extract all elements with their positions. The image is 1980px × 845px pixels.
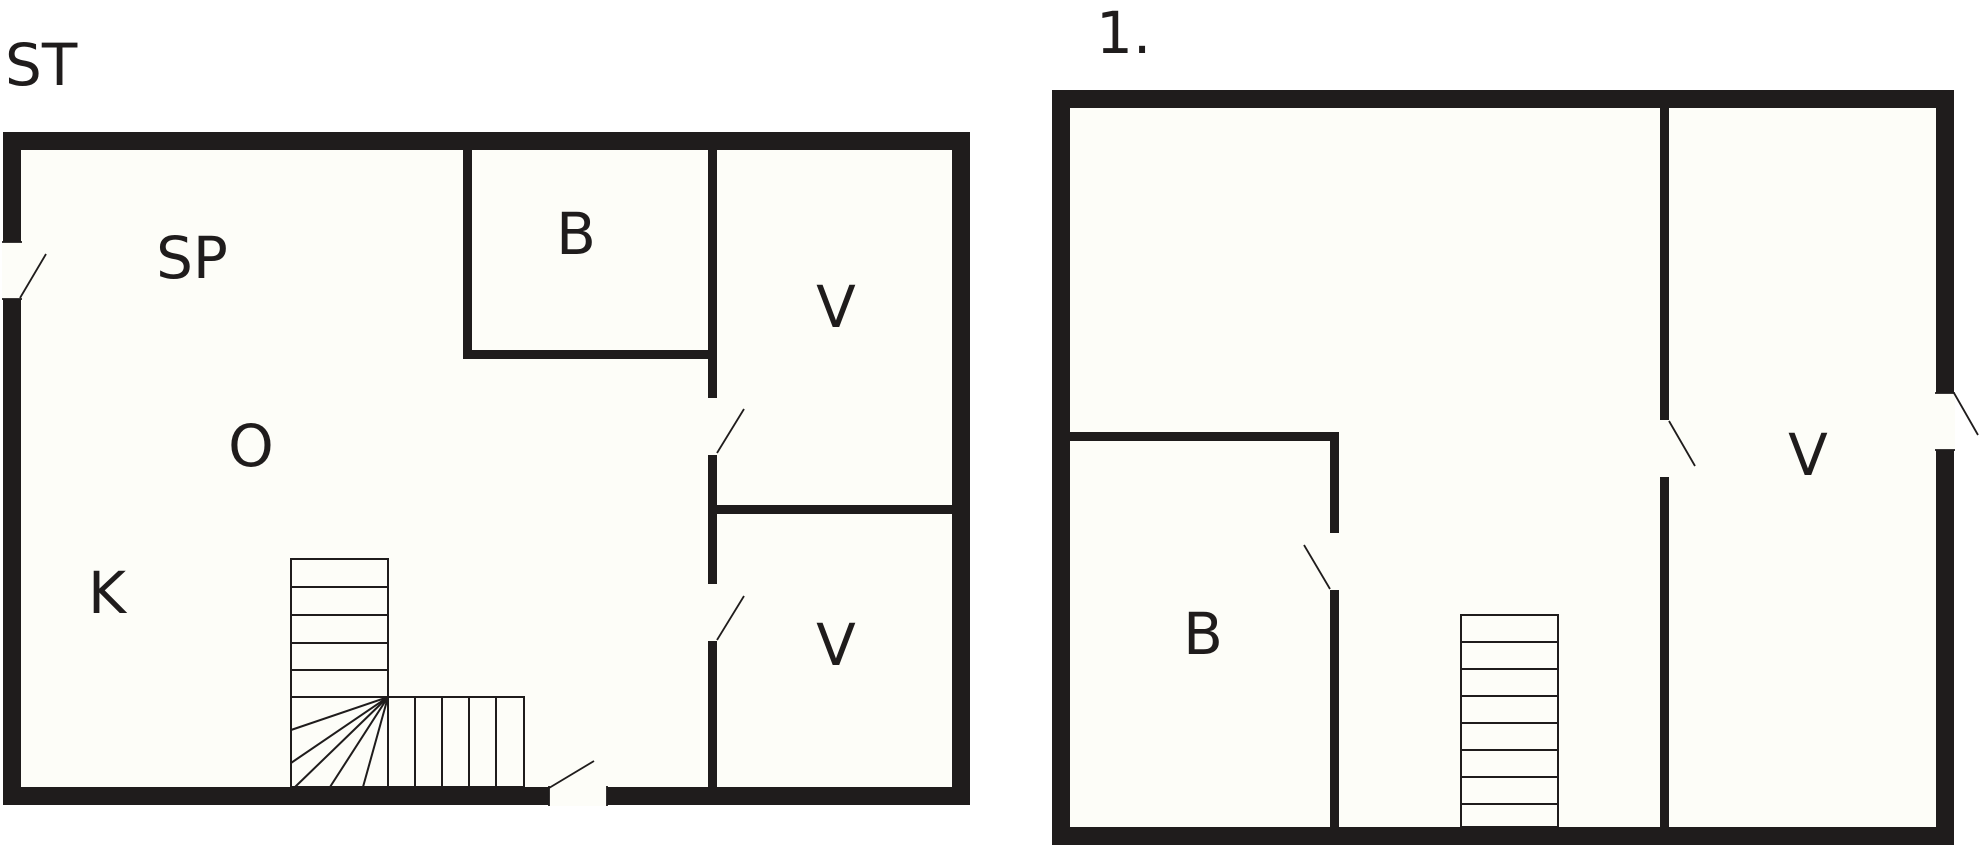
st-door-opening-left <box>2 242 22 299</box>
st-wall-left <box>3 132 21 805</box>
st-door-opening-v-top <box>707 398 718 455</box>
room-label-v-top: V <box>816 273 856 341</box>
f1-door-swing-bedroom <box>1303 544 1331 590</box>
room-label-v-bottom: V <box>816 611 856 679</box>
f1-wall-left <box>1052 90 1070 845</box>
f1-door-opening-v <box>1659 420 1670 477</box>
room-label-sp: SP <box>156 224 228 292</box>
f1-wall-top <box>1052 90 1954 108</box>
st-staircase <box>290 558 525 788</box>
st-door-opening-v-bottom <box>707 584 718 641</box>
st-stair-winder <box>290 696 389 731</box>
floor-st: ST SP B V O K V <box>2 31 970 806</box>
f1-staircase <box>1460 614 1559 828</box>
f1-wall-bedroom-right <box>1330 432 1339 845</box>
f1-wall-right <box>1936 90 1954 845</box>
st-door-swing-v-bottom <box>716 595 745 641</box>
st-wall-bath-bottom <box>463 350 715 359</box>
st-door-swing-bottom <box>548 760 595 789</box>
st-stair-winder <box>294 696 389 788</box>
f1-stair-flight <box>1460 614 1559 828</box>
f1-door-swing-right <box>1953 392 1979 436</box>
f1-wall-bottom <box>1052 827 1954 845</box>
st-wall-center-vertical <box>708 132 717 805</box>
room-label-v: V <box>1788 421 1828 489</box>
st-wall-v-divider <box>708 505 970 514</box>
st-stair-lower-flight <box>387 696 525 788</box>
floor-label-1: 1. <box>1096 0 1151 67</box>
st-door-swing-v-top <box>716 408 745 454</box>
st-wall-right <box>952 132 970 805</box>
st-wall-bottom <box>3 787 970 805</box>
floor-label-st: ST <box>5 31 78 99</box>
st-stair-winder <box>329 696 389 788</box>
floor-st-area <box>3 132 970 805</box>
st-door-swing-left <box>19 253 47 299</box>
floor-1: 1. B V <box>1052 0 1979 845</box>
st-wall-bath-left <box>463 132 472 358</box>
f1-wall-bedroom-top <box>1070 432 1339 441</box>
room-label-b: B <box>1183 600 1223 668</box>
floor-1-area <box>1052 90 1954 844</box>
f1-door-opening-bedroom <box>1329 533 1340 590</box>
st-stair-winder <box>362 696 389 788</box>
st-wall-top <box>3 132 970 150</box>
st-door-opening-bottom <box>549 786 607 806</box>
f1-door-swing-v <box>1668 420 1696 467</box>
room-label-b: B <box>556 200 596 268</box>
room-label-k: K <box>88 559 128 627</box>
f1-door-opening-right <box>1935 393 1955 450</box>
st-stair-upper-flight <box>290 558 389 788</box>
room-label-o: O <box>228 412 274 480</box>
st-stair-winder <box>290 696 389 764</box>
